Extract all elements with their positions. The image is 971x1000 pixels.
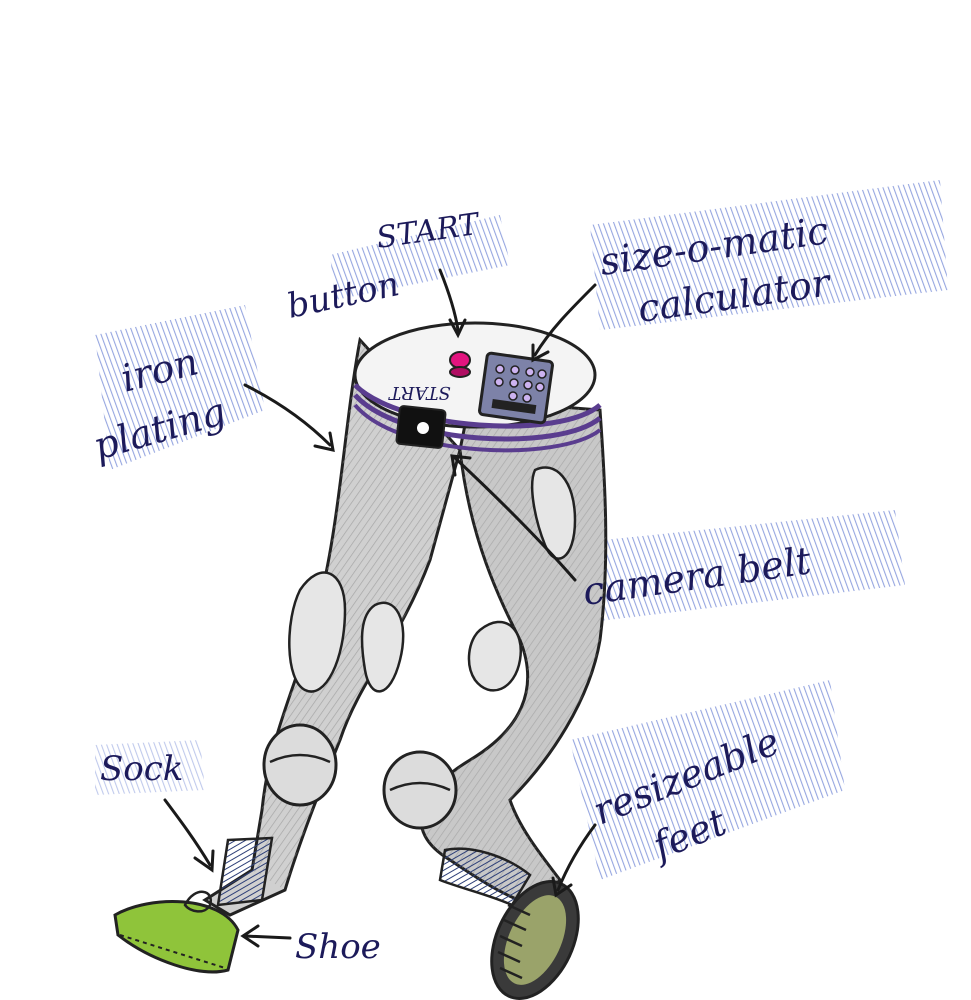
pants	[113, 321, 608, 1000]
camera-icon	[395, 405, 447, 449]
shoe-label: Shoe	[295, 927, 381, 967]
left-shoe	[113, 900, 240, 974]
calculator-icon	[478, 351, 554, 425]
belt-start-label: START	[387, 382, 451, 403]
highlight-streaks	[95, 180, 948, 880]
left-sock	[216, 836, 274, 907]
start-button-icon	[449, 351, 471, 369]
sock-label: Sock	[100, 749, 183, 789]
right-sock	[438, 847, 532, 907]
pointer-arrows	[163, 268, 597, 948]
